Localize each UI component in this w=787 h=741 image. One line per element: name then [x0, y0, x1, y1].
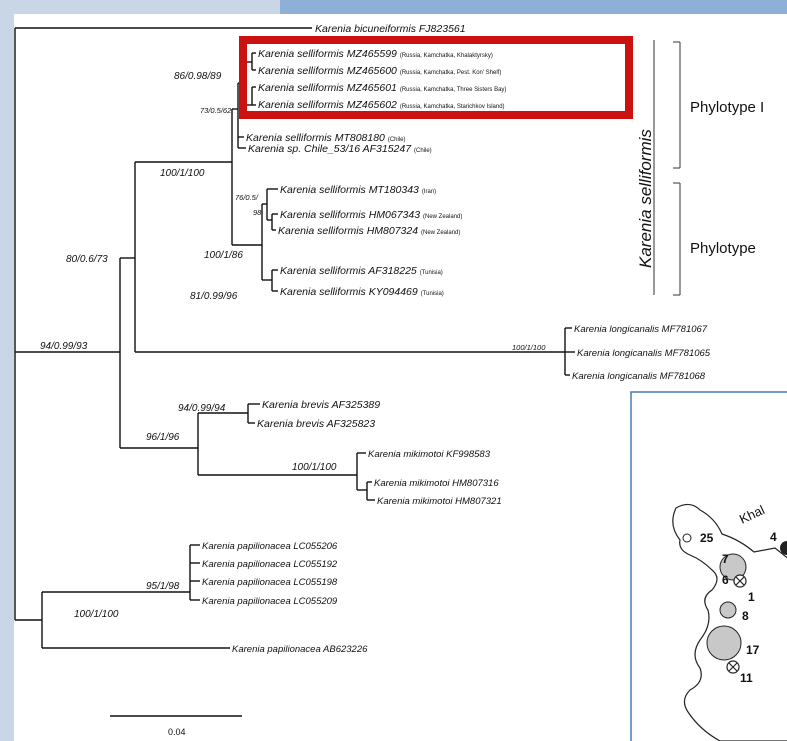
site-marker-cross	[735, 576, 745, 586]
support-value: 96/1/96	[146, 432, 180, 443]
phylogenetic-figure: Karenia bicuneiformis FJ823561 Karenia s…	[14, 14, 787, 741]
site-marker	[719, 553, 747, 581]
svg-text:Karenia selliformis AF318225 (: Karenia selliformis AF318225 (Tunisia)	[280, 265, 443, 277]
site-marker	[706, 625, 742, 661]
tip-label: Karenia longicanalis MF781068	[572, 371, 706, 382]
coastline	[672, 503, 787, 741]
tip-label: Karenia selliformis MZ465600 (Russia, Ka…	[258, 65, 501, 77]
site-marker-cross	[728, 662, 738, 672]
support-value: 86/0.98/89	[174, 71, 222, 82]
tree-branches	[14, 27, 575, 649]
support-value: 100/1/100	[74, 609, 119, 620]
support-value: 100/1/100	[292, 462, 337, 473]
tip-label: Karenia papilionacea AB623226	[232, 644, 368, 655]
support-value: 94/0.99/94	[178, 403, 226, 414]
tip-label: Karenia selliformis MT808180 (Chile)	[246, 132, 406, 144]
tip-label: Karenia selliformis HM067343 (New Zealan…	[280, 209, 462, 221]
site-number: 7	[722, 552, 729, 566]
site-number: 17	[746, 643, 760, 657]
site-number: 1	[748, 590, 755, 604]
clade-bracket	[653, 40, 681, 296]
tip-label: Karenia selliformis MZ465601 (Russia, Ka…	[258, 82, 506, 94]
tip-label: Karenia mikimotoi HM807316	[374, 478, 499, 489]
svg-text:Karenia selliformis MZ465602 (: Karenia selliformis MZ465602 (Russia, Ka…	[258, 99, 505, 111]
support-value: 100/1/100	[160, 168, 205, 179]
support-value: 100/1/100	[512, 343, 546, 352]
left-margin	[0, 0, 14, 741]
site-number: 11	[740, 671, 753, 685]
support-value: 100/1/86	[204, 250, 243, 261]
phylotype-label: Phylotype	[690, 240, 756, 257]
support-value: 80/0.6/73	[66, 254, 108, 265]
tip-label: Karenia sp. Chile_53/16 AF315247 (Chile)	[248, 143, 432, 155]
site-marker	[682, 533, 692, 543]
map-inset: Khal 25 4 7 6 1 8 17 11	[630, 391, 787, 741]
tip-label: Karenia brevis AF325823	[257, 418, 375, 430]
highlight-box	[239, 36, 633, 119]
svg-text:Karenia selliformis HM807324 (: Karenia selliformis HM807324 (New Zealan…	[278, 225, 460, 237]
support-value: 95/1/98	[146, 581, 180, 592]
tip-label: Karenia brevis AF325389	[262, 399, 380, 411]
site-number: 8	[742, 609, 749, 623]
support-value: 76/0.5/	[235, 193, 259, 202]
site-number: 25	[700, 531, 714, 545]
svg-text:Karenia selliformis MT180343 (: Karenia selliformis MT180343 (Iran)	[280, 184, 436, 196]
tip-label: Karenia longicanalis MF781065	[577, 348, 711, 359]
svg-text:Karenia selliformis MT808180 (: Karenia selliformis MT808180 (Chile)	[246, 132, 406, 144]
tip-label: Karenia papilionacea LC055209	[202, 596, 338, 607]
tip-label: Karenia mikimotoi KF998583	[368, 449, 491, 460]
tip-label: Karenia papilionacea LC055198	[202, 577, 338, 588]
tip-label: Karenia selliformis MZ465599 (Russia, Ka…	[258, 48, 493, 60]
tip-outgroup: Karenia bicuneiformis FJ823561	[315, 23, 466, 35]
scale-label: 0.04	[168, 727, 186, 737]
support-value: 98	[253, 208, 262, 217]
svg-text:Karenia selliformis MZ465600 (: Karenia selliformis MZ465600 (Russia, Ka…	[258, 65, 501, 77]
tip-label: Karenia selliformis HM807324 (New Zealan…	[278, 225, 460, 237]
clade-label: Karenia selliformis	[636, 129, 655, 268]
tip-label: Karenia papilionacea LC055206	[202, 541, 338, 552]
svg-text:Karenia selliformis HM067343 (: Karenia selliformis HM067343 (New Zealan…	[280, 209, 462, 221]
site-marker	[719, 601, 737, 619]
svg-text:Karenia sp. Chile_53/16 AF3152: Karenia sp. Chile_53/16 AF315247 (Chile)	[248, 143, 432, 155]
site-number: 4	[770, 530, 777, 544]
support-value: 94/0.99/93	[40, 341, 88, 352]
tip-label: Karenia selliformis KY094469 (Tunisia)	[280, 286, 444, 298]
tip-label: Karenia selliformis MT180343 (Iran)	[280, 184, 436, 196]
site-number: 6	[722, 573, 729, 587]
tip-label: Karenia longicanalis MF781067	[574, 324, 708, 335]
svg-text:Karenia selliformis MZ465601 (: Karenia selliformis MZ465601 (Russia, Ka…	[258, 82, 506, 94]
phylogenetic-tree: Karenia bicuneiformis FJ823561 Karenia s…	[14, 23, 787, 741]
site-marker	[780, 541, 787, 555]
support-value: 73/0.5/62	[200, 106, 232, 115]
phylotype-label: Phylotype I	[690, 99, 764, 116]
svg-text:Karenia selliformis MZ465599 (: Karenia selliformis MZ465599 (Russia, Ka…	[258, 48, 493, 60]
header-strip	[280, 0, 787, 14]
tip-label: Karenia mikimotoi HM807321	[377, 496, 502, 507]
tip-label: Karenia selliformis MZ465602 (Russia, Ka…	[258, 99, 505, 111]
support-value: 81/0.99/96	[190, 291, 238, 302]
tip-label: Karenia papilionacea LC055192	[202, 559, 338, 570]
svg-text:Karenia selliformis KY094469 (: Karenia selliformis KY094469 (Tunisia)	[280, 286, 444, 298]
tip-label: Karenia selliformis AF318225 (Tunisia)	[280, 265, 443, 277]
